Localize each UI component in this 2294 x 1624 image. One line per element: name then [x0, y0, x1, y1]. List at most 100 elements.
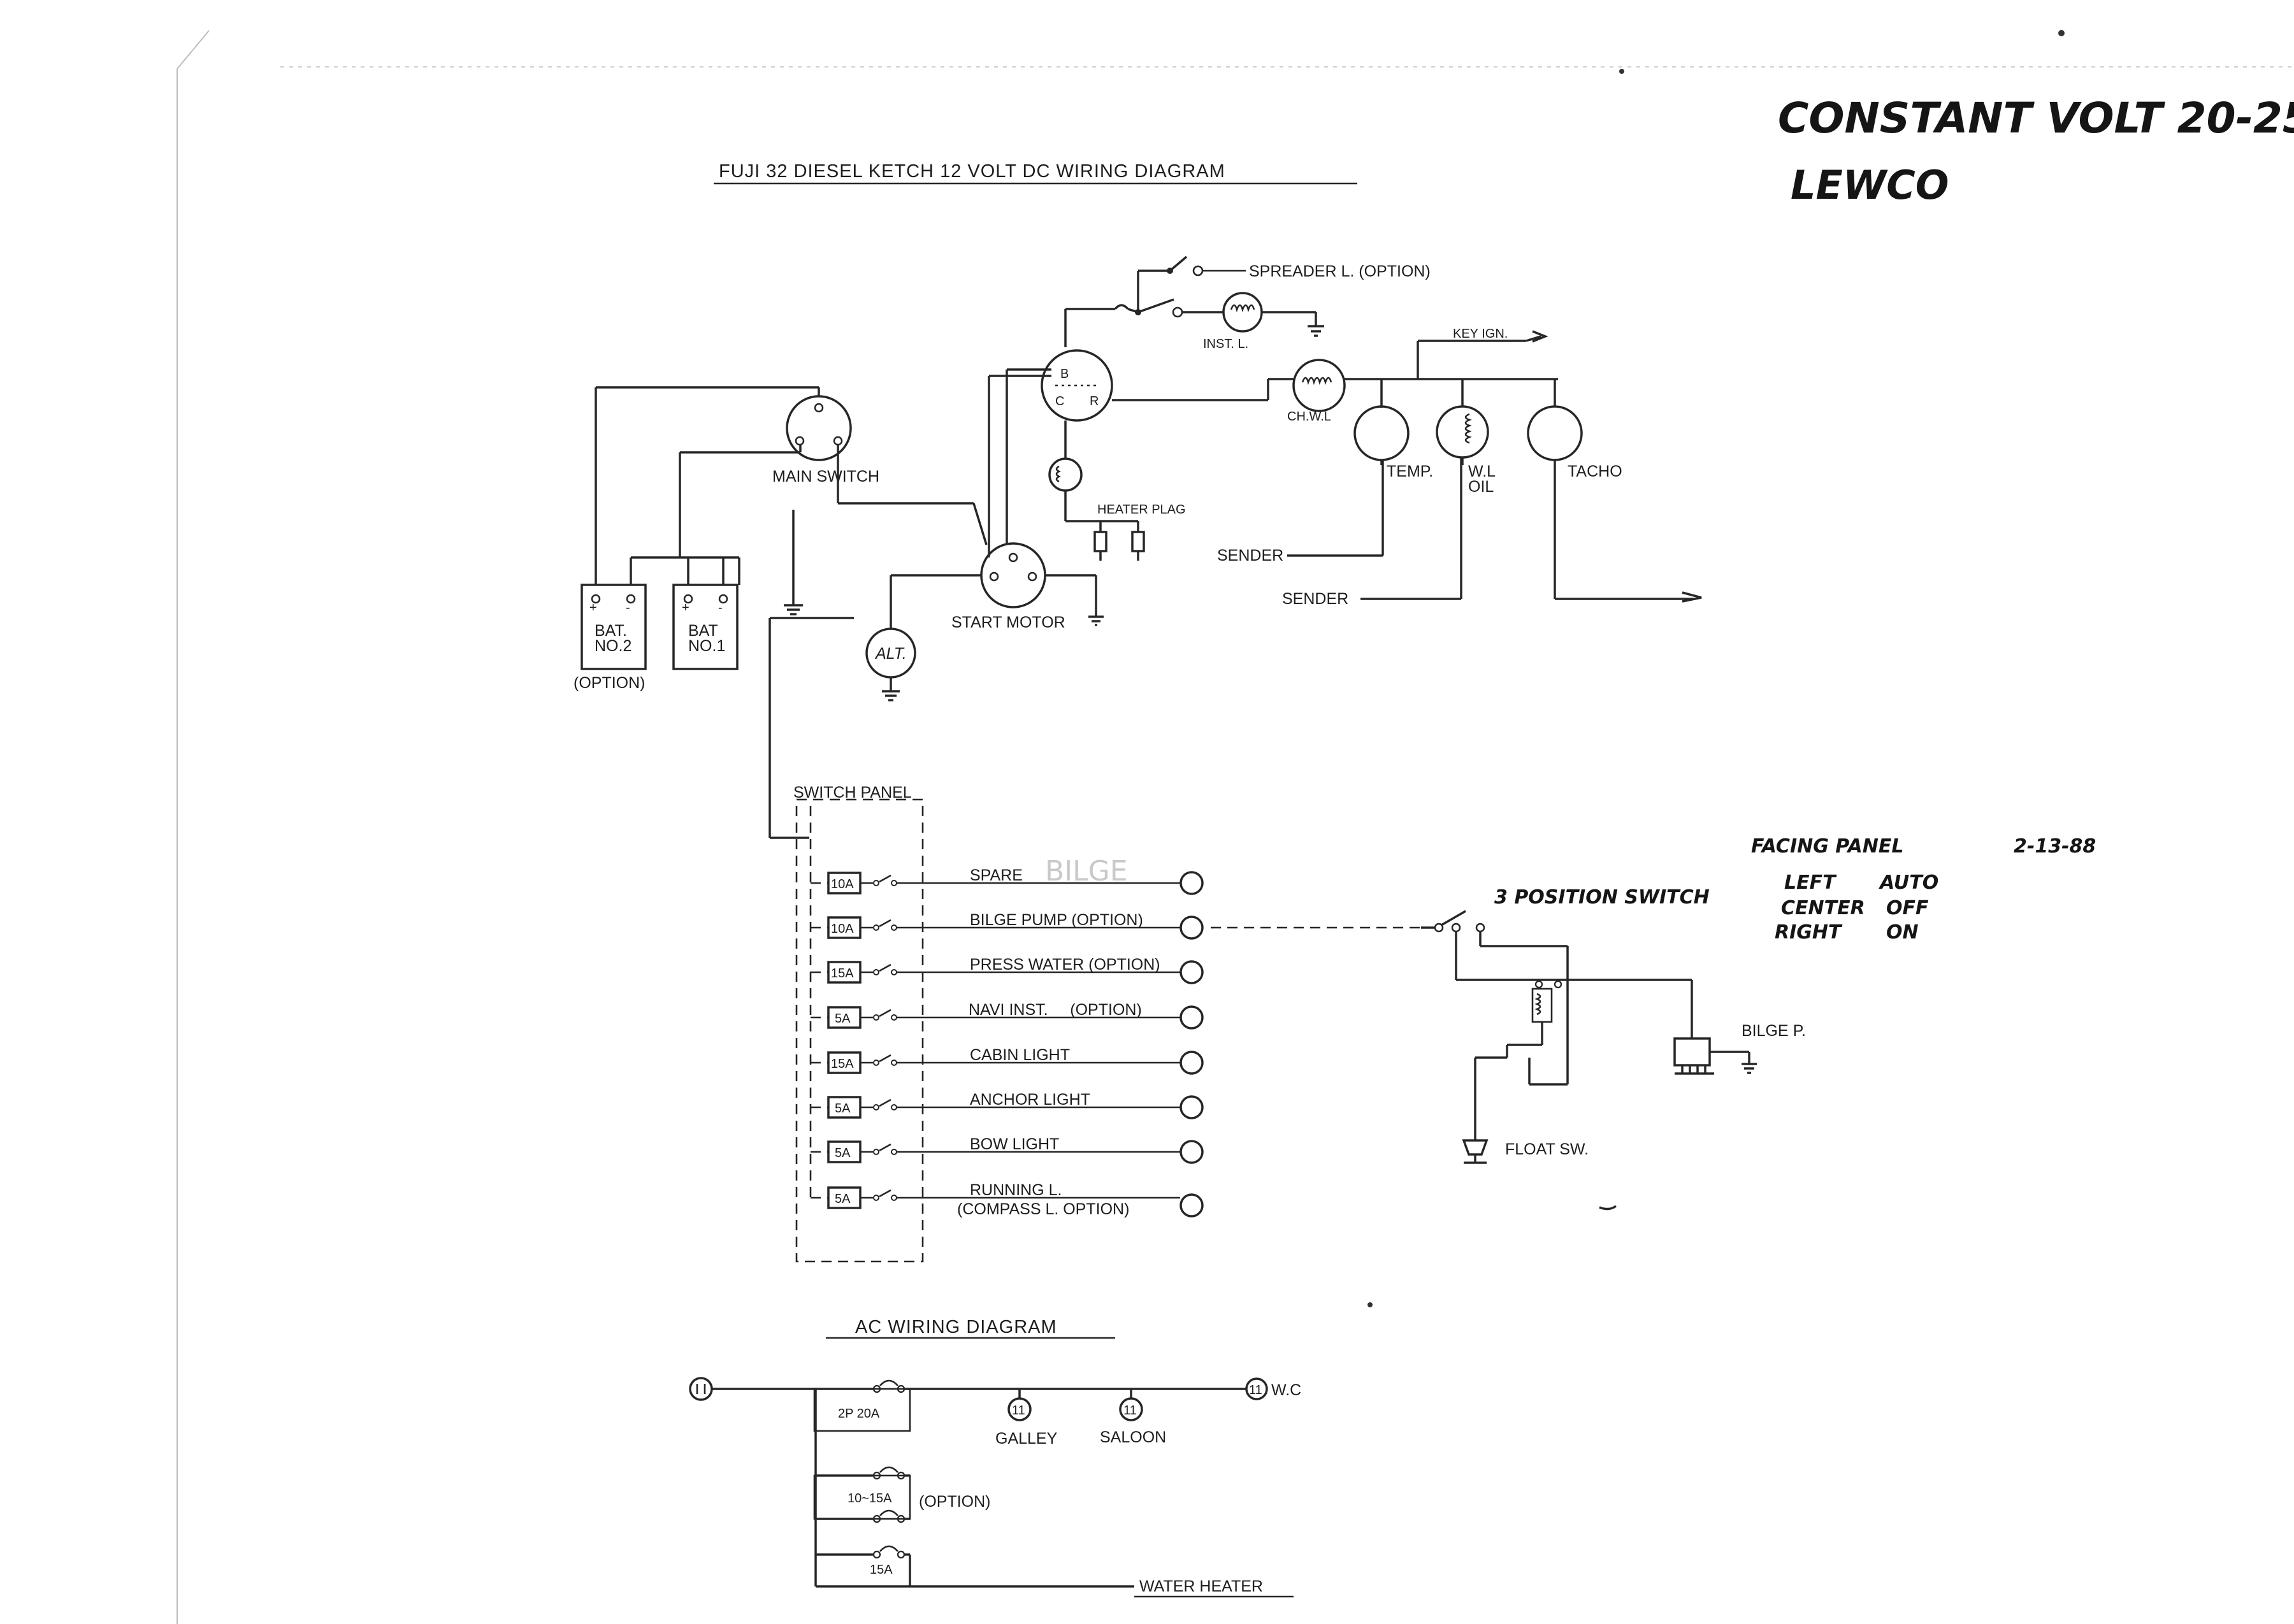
oil-label: OIL: [1468, 478, 1494, 496]
key-switch: [1041, 309, 1113, 422]
optional-breaker-label: 10~15A: [848, 1491, 892, 1505]
instrument-bus: [1112, 330, 1558, 401]
handwritten-on: ON: [1886, 921, 1919, 944]
handwritten-auto: AUTO: [1879, 872, 1938, 894]
key-ignition-label: KEY IGN.: [1453, 327, 1508, 341]
circuit-row: [811, 1095, 1204, 1119]
circuit-row: [811, 916, 1204, 940]
handwritten-note-constant-volt: CONSTANT VOLT 20-25A: [1778, 94, 2294, 143]
start-motor-label: START MOTOR: [951, 614, 1065, 631]
wc-outlet-symbol: 11: [1249, 1383, 1262, 1397]
circuit-row: [811, 1186, 1204, 1218]
circuit-label-anchor-light: ANCHOR LIGHT: [970, 1091, 1090, 1109]
oil-warning-lamp: [1360, 379, 1489, 600]
temperature-gauge-label: TEMP.: [1387, 463, 1433, 480]
optional-breaker-option: (OPTION): [919, 1493, 991, 1511]
float-switch-label: FLOAT SW.: [1505, 1140, 1589, 1158]
saloon-outlet-symbol: 11: [1123, 1404, 1137, 1418]
fuse-label: 5A: [835, 1102, 851, 1116]
heater-plug-label: HEATER PLAG: [1097, 503, 1186, 517]
water-heater-label: WATER HEATER: [1139, 1577, 1263, 1595]
circuit-row: [811, 871, 1204, 895]
handwritten-facing-panel: FACING PANEL: [1751, 835, 1903, 858]
circuit-label-bilge-pump: BILGE PUMP (OPTION): [970, 911, 1143, 929]
circuit-label-press-water: PRESS WATER (OPTION): [970, 956, 1160, 974]
battery-no2-plus: +: [589, 601, 597, 615]
galley-outlet: [1007, 1397, 1032, 1421]
wc-label: W.C: [1271, 1381, 1301, 1399]
circuit-label-cabin-light: CABIN LIGHT: [970, 1046, 1070, 1064]
circuit-label-navi-inst: NAVI INST. (OPTION): [969, 1001, 1142, 1019]
fuse-label: 15A: [831, 1057, 854, 1071]
spreader-light-label: SPREADER L. (OPTION): [1249, 262, 1431, 280]
battery-no2-label: BAT.: [595, 622, 627, 640]
water-level-label: W.L: [1468, 463, 1496, 480]
galley-label: GALLEY: [995, 1430, 1058, 1448]
switch-panel-circuits: [811, 871, 1204, 1218]
main-breaker-label: 2P 20A: [838, 1407, 880, 1421]
handwritten-center: CENTER: [1781, 897, 1865, 919]
battery-no1-number: NO.1: [688, 637, 725, 655]
temperature-gauge: [1287, 379, 1410, 557]
circuit-label-running-light: RUNNING L.: [970, 1181, 1062, 1199]
battery-wiring: [595, 368, 1051, 839]
battery-no1-label: BAT: [688, 622, 718, 640]
handwritten-right: RIGHT: [1775, 921, 1843, 944]
circuit-label-spare: SPARE: [970, 866, 1023, 884]
ac-diagram-title: AC WIRING DIAGRAM: [855, 1317, 1057, 1337]
instrument-light-label: INST. L.: [1203, 337, 1248, 351]
handwritten-note-lewco: LEWCO: [1791, 162, 1949, 208]
temp-sender-label: SENDER: [1217, 547, 1283, 564]
spreader-light-switch: [1137, 255, 1246, 312]
circuit-row: [811, 1140, 1204, 1164]
instrument-light-circuit: [1065, 292, 1324, 337]
terminal-c-label: C: [1055, 394, 1064, 408]
charge-warning-lamp-label: CH.W.L: [1287, 410, 1331, 424]
switch-panel-box: [795, 798, 924, 1263]
tachometer: [1527, 379, 1702, 603]
float-switch: [1462, 1134, 1489, 1164]
handwritten-left: LEFT: [1784, 872, 1837, 894]
circuit-row: [811, 1051, 1204, 1075]
handwritten-off: OFF: [1886, 897, 1929, 919]
battery-no1-minus: -: [718, 601, 723, 615]
fuse-label: 10A: [831, 922, 854, 936]
oil-sender-label: SENDER: [1282, 590, 1348, 608]
wc-outlet: [1245, 1377, 1268, 1400]
battery-no1: [672, 584, 739, 670]
fuse-label: 15A: [831, 966, 854, 981]
switch-panel-title: SWITCH PANEL: [793, 784, 912, 801]
charge-warning-lamp: [1292, 359, 1346, 412]
fuse-label: 10A: [831, 877, 854, 891]
faint-bilge-text: BILGE: [1045, 855, 1128, 887]
battery-no2: [581, 584, 647, 670]
saloon-outlet: [1119, 1397, 1143, 1421]
water-heater-breaker: [816, 1545, 1134, 1588]
bilge-pump-circuit: [1211, 910, 1693, 1134]
circuit-label-compass: (COMPASS L. OPTION): [957, 1200, 1129, 1218]
terminal-b-label: B: [1060, 367, 1069, 381]
main-breaker-box: [813, 1388, 911, 1432]
alternator-label: ALT.: [874, 645, 907, 663]
main-switch-label: MAIN SWITCH: [772, 468, 879, 485]
fuse-label: 5A: [835, 1146, 851, 1160]
battery-no2-option: (OPTION): [574, 674, 646, 692]
tachometer-label: TACHO: [1568, 463, 1622, 480]
fuse-label: 5A: [835, 1192, 851, 1206]
optional-breaker: [813, 1466, 911, 1523]
handwritten-date: 2-13-88: [2014, 835, 2096, 858]
circuit-row: [811, 1005, 1204, 1030]
bilge-pump-label: BILGE P.: [1742, 1022, 1806, 1040]
battery-no1-plus: +: [682, 601, 689, 615]
handwritten-three-position-switch: 3 POSITION SWITCH: [1494, 886, 1710, 909]
circuit-row: [811, 960, 1204, 984]
battery-no2-number: NO.2: [595, 637, 631, 655]
galley-outlet-symbol: 11: [1012, 1404, 1025, 1418]
circuit-label-bow-light: BOW LIGHT: [970, 1135, 1059, 1153]
fuse-label: 5A: [835, 1012, 851, 1026]
dc-diagram-title: FUJI 32 DIESEL KETCH 12 VOLT DC WIRING D…: [719, 161, 1225, 182]
heater-plug-circuit: [1048, 420, 1145, 561]
water-heater-breaker-label: 15A: [870, 1563, 893, 1577]
saloon-label: SALOON: [1100, 1428, 1166, 1446]
